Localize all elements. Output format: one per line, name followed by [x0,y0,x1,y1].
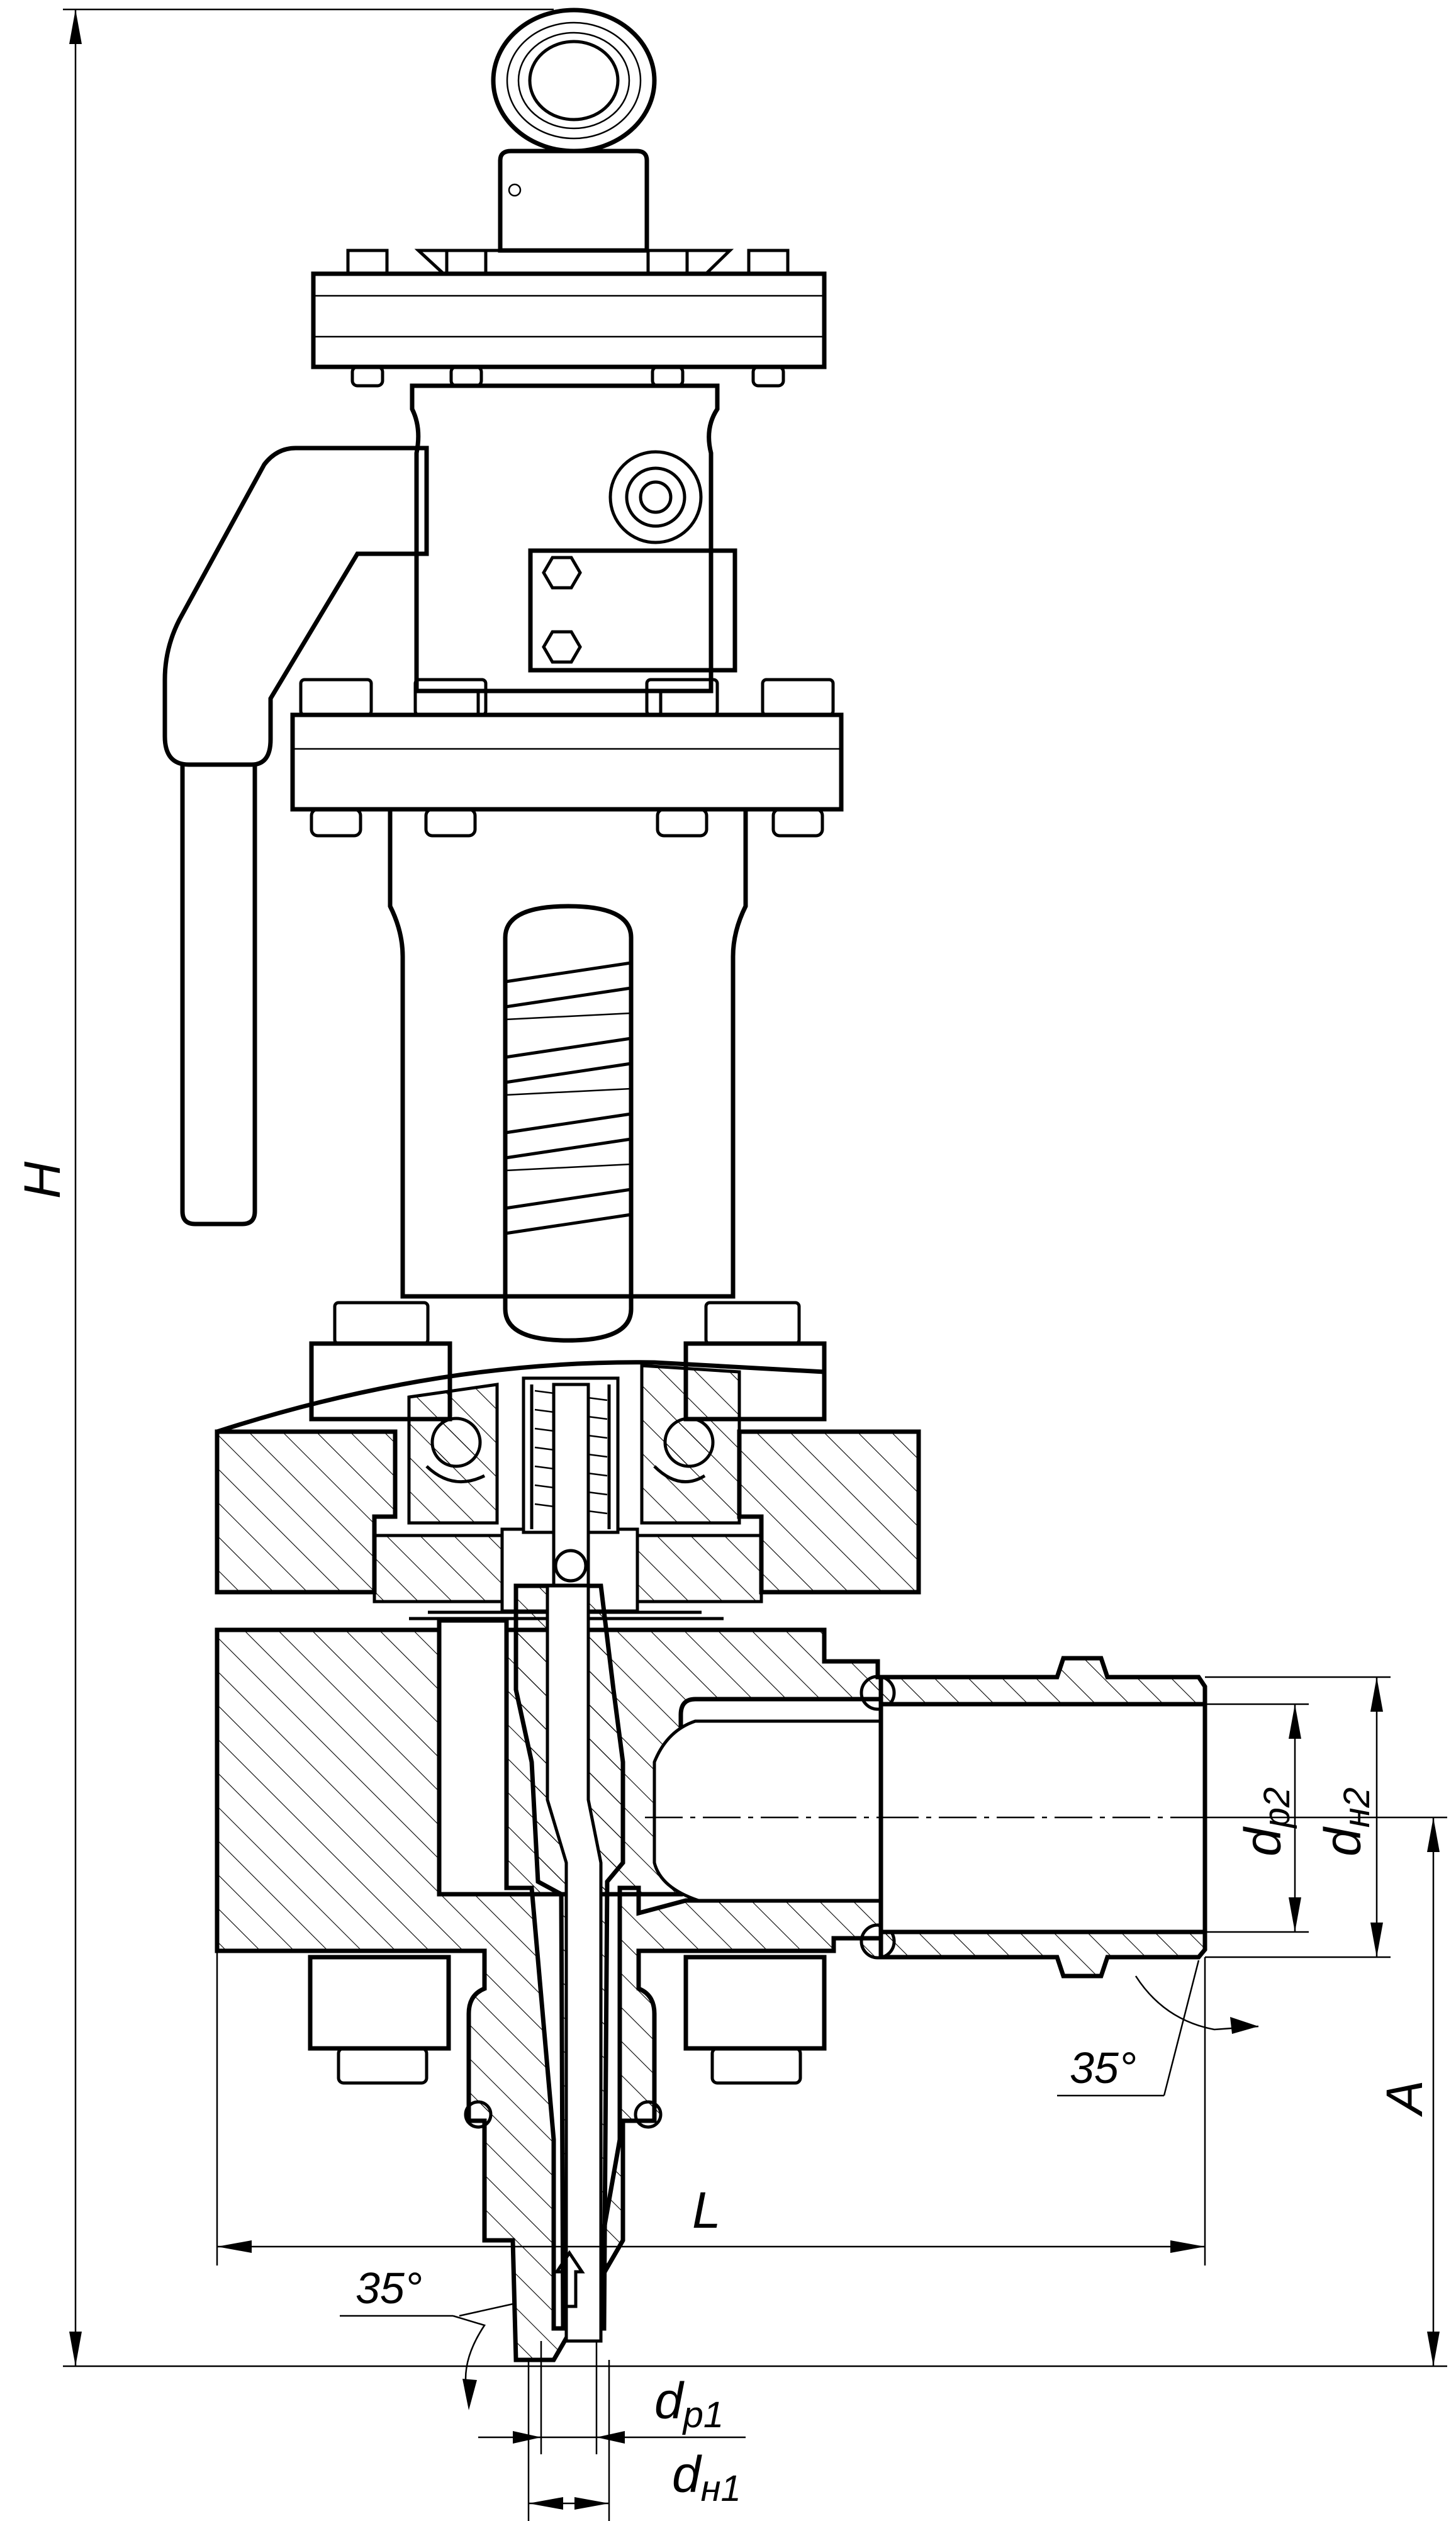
dimension-h [63,8,1447,2367]
dim-label-dp2: dр2 [1235,1787,1297,1856]
middle-flange [290,689,844,812]
dimension-a [1205,1816,1447,2366]
dimension-l [216,1951,1206,2266]
dimension-outlet-angle [1057,1960,1259,2097]
handwheel [491,8,657,154]
dim-label-l: L [692,2182,721,2239]
dimension-inlet-angle [340,2302,517,2410]
dim-label-angle-inlet: 35° [356,2264,422,2313]
dim-label-angle-outlet: 35° [1070,2043,1136,2092]
flow-arrow-icon [554,2250,585,2308]
middle-flange-bolts [299,678,835,838]
dimension-inlet-diameters [478,2341,746,2521]
spring-housing [388,809,748,1343]
dimension-outlet-diameters [1205,1676,1391,1958]
bottom-nuts [308,1955,827,2085]
outlet-nozzle [878,1656,1207,1979]
valve-body [215,1583,896,2362]
bonnet-section [215,1360,921,1620]
dim-label-dp1: dр1 [654,2372,724,2435]
dim-label-dn1: dн1 [672,2446,741,2509]
dim-label-a: A [1376,2080,1433,2118]
upper-housing [410,383,737,693]
dim-label-dn2: dн2 [1314,1787,1377,1856]
top-cap [414,149,734,276]
dim-label-h: H [14,1161,71,1199]
lever [162,446,429,1227]
top-flange [311,271,827,369]
